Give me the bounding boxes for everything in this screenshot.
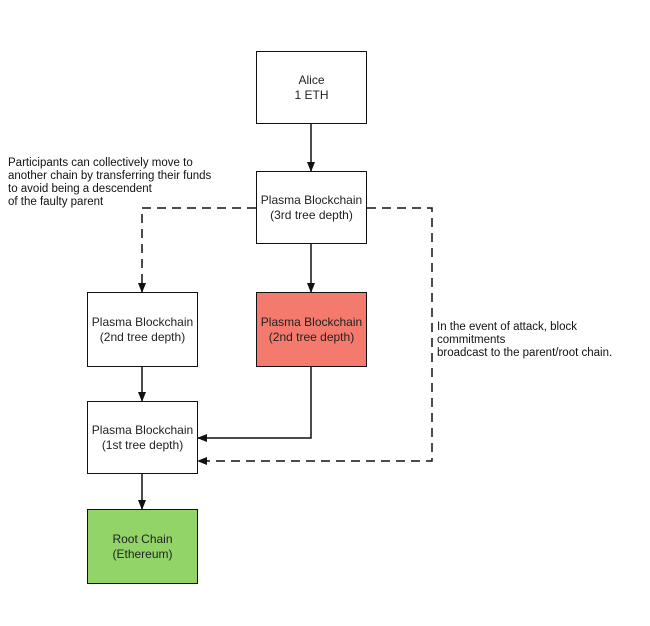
node-plasma-1st-line2: (1st tree depth) <box>101 437 184 452</box>
node-plasma-2nd-left-line2: (2nd tree depth) <box>99 329 186 344</box>
node-root-chain-line2: (Ethereum) <box>112 546 173 561</box>
node-plasma-2nd-left-line1: Plasma Blockchain <box>91 314 194 329</box>
note-participants-line: to avoid being a descendent <box>8 183 152 195</box>
node-alice-line2: 1 ETH <box>294 87 329 102</box>
note-participants-line: of the faulty parent <box>8 196 104 208</box>
node-plasma-2nd-faulty-line1: Plasma Blockchain <box>260 314 363 329</box>
node-root-chain: Root Chain (Ethereum) <box>87 509 198 584</box>
edge-dashed-3rd-to-1st <box>197 207 433 465</box>
note-participants: Participants can collectively move to an… <box>8 157 228 209</box>
node-plasma-3rd-line2: (3rd tree depth) <box>270 207 353 222</box>
edge-faulty-to-1st <box>197 367 312 442</box>
note-participants-line: another chain by transferring their fund… <box>8 170 212 182</box>
note-attack-line: In the event of attack, block commitment… <box>437 321 577 346</box>
node-alice-line1: Alice <box>298 72 325 87</box>
note-attack: In the event of attack, block commitment… <box>437 321 647 360</box>
node-plasma-2nd-faulty: Plasma Blockchain (2nd tree depth) <box>256 292 367 367</box>
node-plasma-3rd: Plasma Blockchain (3rd tree depth) <box>256 171 367 244</box>
note-attack-line: broadcast to the parent/root chain. <box>437 347 613 359</box>
node-plasma-3rd-line1: Plasma Blockchain <box>260 192 363 207</box>
node-root-chain-line1: Root Chain <box>112 531 173 546</box>
node-plasma-1st: Plasma Blockchain (1st tree depth) <box>87 401 198 474</box>
node-plasma-2nd-left: Plasma Blockchain (2nd tree depth) <box>87 292 198 367</box>
node-plasma-1st-line1: Plasma Blockchain <box>91 422 194 437</box>
note-participants-line: Participants can collectively move to <box>8 157 193 169</box>
node-plasma-2nd-faulty-line2: (2nd tree depth) <box>268 329 355 344</box>
edge-dashed-3rd-to-left-2nd <box>138 207 256 293</box>
node-alice: Alice 1 ETH <box>256 51 367 124</box>
